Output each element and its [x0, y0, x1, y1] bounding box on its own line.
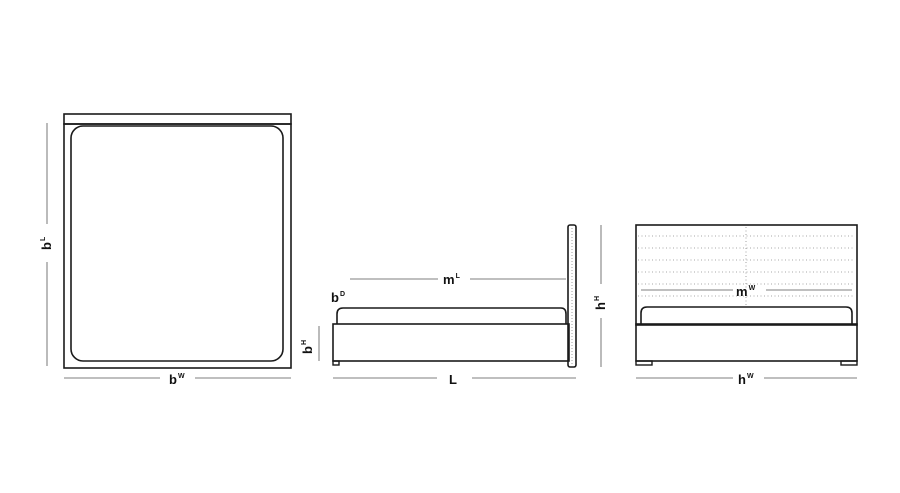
top-view-headboard	[63, 113, 292, 125]
mattress-length-label: mL	[443, 272, 461, 287]
side-view-leg	[332, 360, 340, 366]
front-view-mattress	[640, 306, 853, 324]
bed-height-label: bH	[300, 340, 315, 354]
front-view-headboard	[635, 224, 858, 326]
top-view-frame	[63, 123, 292, 369]
front-view-leg-left	[635, 360, 653, 366]
side-view-headboard	[567, 224, 577, 368]
side-view-mattress	[336, 307, 567, 324]
total-length-label: L	[449, 372, 457, 387]
top-view: bL bW	[39, 113, 292, 387]
headboard-stitching	[638, 227, 855, 306]
side-view: mL bD bH L hH	[300, 224, 608, 387]
top-view-mattress	[70, 125, 284, 362]
headboard-height-label: hH	[593, 296, 608, 310]
bed-width-label: bW	[169, 372, 185, 387]
mattress-width-label: mW	[736, 284, 756, 299]
front-view-base	[635, 323, 858, 362]
front-view: mW hW	[635, 224, 858, 387]
bed-depth-label: bD	[331, 290, 345, 305]
bed-length-label: bL	[39, 236, 54, 250]
front-view-leg-right	[840, 360, 858, 366]
side-view-base	[332, 323, 570, 362]
headboard-width-label: hW	[738, 372, 754, 387]
